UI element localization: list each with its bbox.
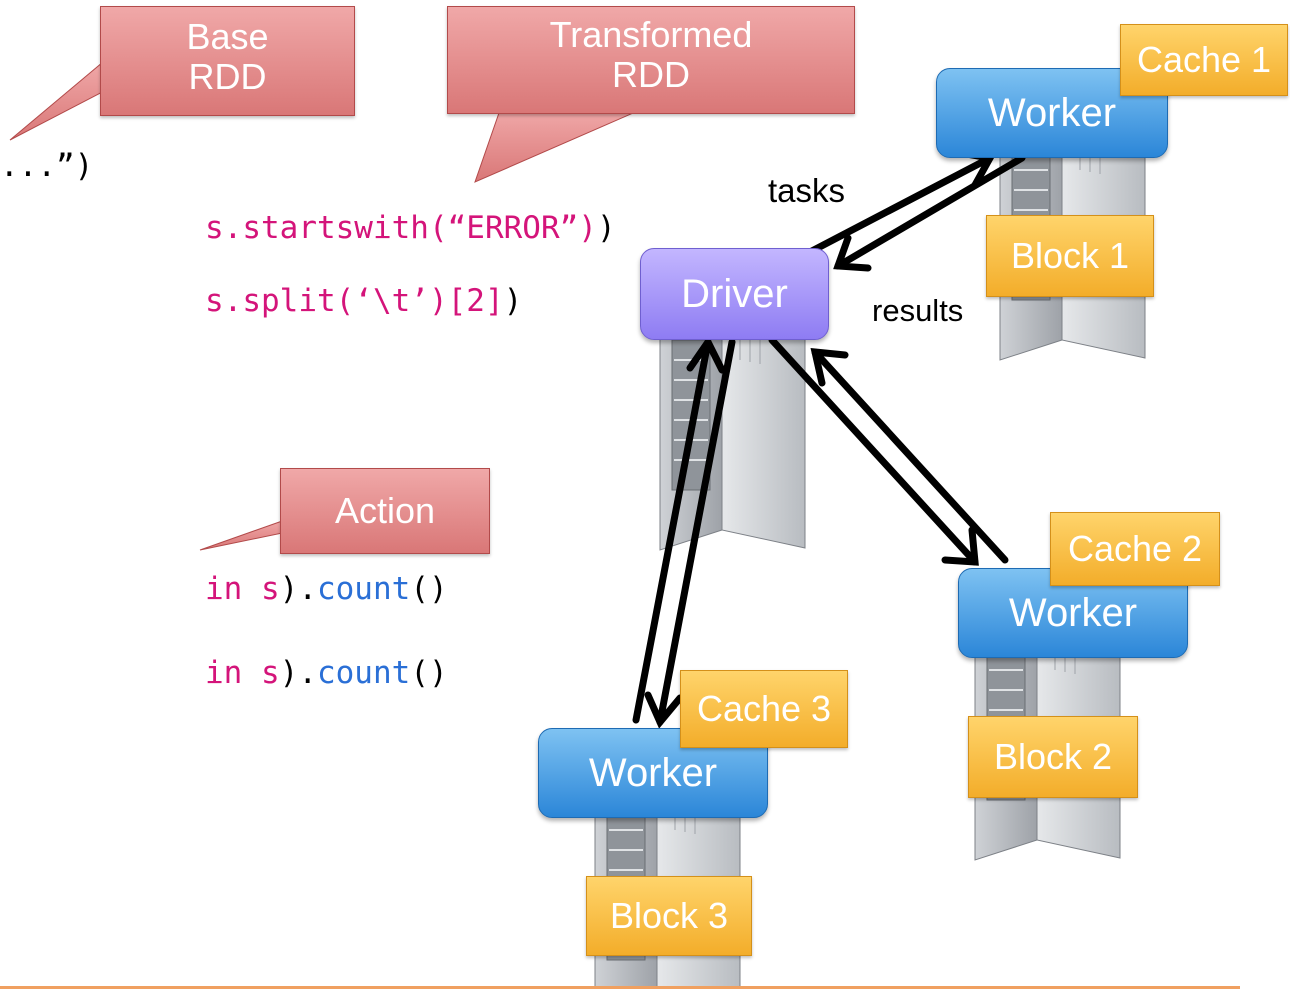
code-line-4-dot: ). bbox=[279, 571, 317, 607]
code-line-2-paren: ) bbox=[596, 210, 616, 246]
code-line-2: s.startswith(“ERROR”)) bbox=[205, 210, 616, 246]
cache-tag-3: Cache 3 bbox=[680, 670, 848, 748]
code-line-2-expr: s.startswith(“ERROR”) bbox=[205, 210, 597, 246]
results-label: results bbox=[872, 293, 964, 328]
footer-divider bbox=[0, 986, 1240, 989]
code-line-1-string: ...” bbox=[0, 148, 75, 184]
code-line-5-call: () bbox=[410, 655, 448, 691]
transformed-callout-tail bbox=[474, 109, 641, 183]
base-rdd-callout-line2: RDD bbox=[188, 56, 267, 97]
code-line-5-method: count bbox=[316, 655, 411, 691]
task-result-arrows bbox=[632, 148, 1026, 729]
action-callout: Action bbox=[280, 468, 490, 554]
block-tag-2: Block 2 bbox=[968, 716, 1138, 798]
transformed-rdd-callout-line2: RDD bbox=[612, 54, 690, 95]
code-line-4-method: count bbox=[316, 571, 411, 607]
base-rdd-callout-line1: Base bbox=[186, 16, 269, 57]
code-line-1: ...”) bbox=[0, 148, 93, 184]
code-line-4-call: () bbox=[410, 571, 448, 607]
block-tag-1: Block 1 bbox=[986, 215, 1154, 297]
code-line-3-paren: ) bbox=[503, 283, 523, 319]
code-line-4: in s).count() bbox=[205, 571, 448, 607]
code-line-1-paren: ) bbox=[74, 148, 94, 184]
cache-tag-1: Cache 1 bbox=[1120, 24, 1288, 96]
code-line-3-expr: s.split(‘\t’)[2] bbox=[205, 283, 504, 319]
code-line-5-dot: ). bbox=[279, 655, 317, 691]
base-rdd-callout: Base RDD bbox=[100, 6, 355, 116]
transformed-rdd-callout: Transformed RDD bbox=[447, 6, 855, 114]
code-line-5: in s).count() bbox=[205, 655, 448, 691]
block-tag-3: Block 3 bbox=[586, 876, 752, 956]
cache-tag-2: Cache 2 bbox=[1050, 512, 1220, 586]
worker-node-3: Worker bbox=[538, 728, 768, 818]
code-line-4-expr: in s bbox=[205, 571, 280, 607]
transformed-rdd-callout-line1: Transformed bbox=[549, 14, 753, 55]
code-line-3: s.split(‘\t’)[2]) bbox=[205, 283, 522, 319]
tasks-label: tasks bbox=[768, 172, 846, 209]
code-line-5-expr: in s bbox=[205, 655, 280, 691]
driver-node: Driver bbox=[640, 248, 829, 340]
